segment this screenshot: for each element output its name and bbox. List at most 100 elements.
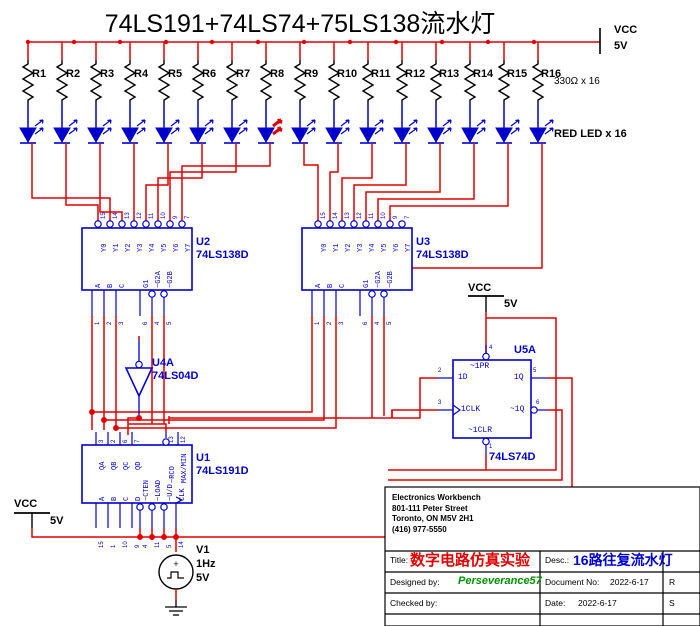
u2-pinnum-top-1: 14 — [113, 212, 119, 219]
u3-pinnum-bot-2: 3 — [339, 321, 345, 325]
u2-out-4: Y4 — [149, 243, 157, 252]
u2-out-0: Y0 — [101, 243, 109, 252]
address-line2: Toronto, ON M5V 2H1 — [392, 514, 474, 523]
u3-out-3: Y3 — [357, 243, 365, 252]
u5a-pinnum-clr: 1 — [489, 444, 493, 450]
ic-u1-74ls191d[interactable] — [81, 432, 193, 528]
u3-pinnum-top-0: 15 — [321, 212, 327, 219]
u2-pinnum-bot-3: 6 — [143, 321, 149, 325]
resistor-ref-r7: R7 — [236, 68, 251, 80]
u5a-pin-clr: ~1CLR — [468, 426, 493, 435]
vcc-top-voltage: 5V — [614, 40, 628, 52]
resistor-ref-r15: R15 — [507, 68, 528, 80]
u3-out-0: Y0 — [321, 243, 329, 252]
u1-in-2: C — [123, 496, 131, 501]
u1-ctrl-2: ~U/D — [167, 484, 175, 501]
desc-row-label: Desc.: — [545, 555, 570, 565]
u2-out-3: Y3 — [137, 243, 145, 252]
counter-wires — [128, 423, 177, 552]
u3-pinnum-top-7: 7 — [405, 215, 411, 219]
u1-ctrl-0: ~CTEN — [143, 479, 151, 501]
led-bank — [19, 118, 554, 145]
document-no-value: 2022-6-17 — [610, 577, 649, 587]
u2-pinnum-top-2: 13 — [125, 212, 131, 219]
u1-pinnum-bot-7: 14 — [179, 541, 185, 548]
u1-in-3: D — [135, 496, 143, 501]
led-to-decoder-wires — [31, 143, 543, 269]
ic-u2-74ls138d[interactable] — [81, 220, 193, 316]
title-row-label: Title: — [390, 555, 409, 565]
designed-by-value: Perseverance57 — [458, 575, 542, 587]
vcc-ff-voltage: 5V — [504, 298, 518, 310]
u3-out-6: Y6 — [393, 243, 401, 252]
u2-en-2: ~G2B — [167, 271, 175, 288]
u2-pinnum-top-6: 9 — [173, 215, 179, 219]
u2-in-0: A — [95, 283, 103, 288]
resistor-ref-r6: R6 — [202, 68, 217, 80]
u3-pinnum-bot-3: 6 — [363, 321, 369, 325]
u3-out-7: Y7 — [405, 243, 413, 252]
u5a-pinnum-q: 5 — [533, 368, 537, 374]
vcc-left-label: VCC — [14, 498, 38, 510]
u3-pinnum-bot-5: 5 — [387, 321, 393, 325]
u1-pinnum-bot-3: 9 — [135, 544, 141, 548]
u3-out-5: Y5 — [381, 243, 389, 252]
u1-ctrl-3: ~RCO — [169, 466, 177, 483]
phone-number: (416) 977-5550 — [392, 524, 447, 534]
ic-u4a-part: 74LS04D — [152, 370, 199, 382]
company-name: Electronics Workbench — [392, 493, 481, 502]
u1-pinnum-top-5: 12 — [181, 436, 187, 443]
resistor-ref-r9: R9 — [304, 68, 319, 80]
ic-u1-ref: U1 — [196, 452, 211, 464]
u1-pinnum-bot-6: 5 — [167, 544, 173, 548]
source-v1-ref: V1 — [196, 544, 210, 556]
u2-out-5: Y5 — [161, 243, 169, 252]
resistor-ref-r8: R8 — [270, 68, 285, 80]
revision-label: R — [669, 577, 676, 587]
u5a-pin-qn: ~1Q — [510, 405, 525, 414]
date-value: 2022-6-17 — [578, 598, 617, 608]
u5a-pinnum-d: 2 — [438, 368, 442, 374]
page-title: 74LS191+74LS74+75LS138流水灯 — [104, 10, 496, 38]
u5a-pin-q: 1Q — [514, 373, 524, 382]
u2-pinnum-top-5: 10 — [161, 212, 167, 219]
ic-u4a-74ls04d[interactable] — [124, 340, 154, 418]
u3-out-1: Y1 — [333, 243, 341, 252]
desc-row-value: 16路往复流水灯 — [573, 552, 673, 568]
u3-in-1: B — [327, 283, 335, 288]
u3-en-1: ~G2A — [375, 271, 383, 288]
u2-en-0: G1 — [143, 279, 151, 288]
u2-pinnum-bot-2: 3 — [119, 321, 125, 325]
resistor-ref-r13: R13 — [439, 68, 460, 80]
u2-pinnum-bot-5: 5 — [167, 321, 173, 325]
u3-pinnum-bot-1: 2 — [327, 321, 333, 325]
u1-pinnum-bot-0: 15 — [99, 541, 105, 548]
resistor-ref-r16: R16 — [541, 68, 562, 80]
u3-pinnum-top-1: 14 — [333, 212, 339, 219]
title-block: Electronics Workbench 801-111 Peter Stre… — [385, 487, 700, 626]
led-note: RED LED x 16 — [554, 128, 627, 140]
resistor-ref-r12: R12 — [405, 68, 426, 80]
u2-pinnum-top-7: 7 — [185, 215, 191, 219]
u3-pinnum-top-3: 12 — [357, 212, 363, 219]
u2-pinnum-top-3: 12 — [137, 212, 143, 219]
source-v1-freq: 1Hz — [196, 558, 216, 570]
ic-u5a-74ls74d[interactable] — [437, 345, 547, 455]
u5a-pin-pr: ~1PR — [470, 362, 490, 371]
u5a-pinnum-clk: 3 — [438, 400, 442, 406]
u3-pinnum-top-2: 13 — [345, 212, 351, 219]
ic-u3-74ls138d[interactable] — [301, 220, 413, 316]
u2-pinnum-bot-0: 1 — [95, 321, 101, 325]
u1-pinnum-top-4: 13 — [169, 436, 175, 443]
ic-u2-part: 74LS138D — [196, 249, 249, 261]
source-v1[interactable]: + — [158, 554, 194, 616]
u1-out-1: QB — [111, 461, 119, 470]
clock-wires — [173, 534, 179, 540]
u1-pinnum-top-2: 6 — [123, 439, 129, 443]
u1-pinnum-bot-5: 11 — [155, 541, 161, 548]
address-line1: 801-111 Peter Street — [392, 503, 468, 513]
vcc-top-label: VCC — [614, 24, 638, 36]
date-label: Date: — [545, 598, 566, 608]
u2-pinnum-bot-1: 2 — [107, 321, 113, 325]
